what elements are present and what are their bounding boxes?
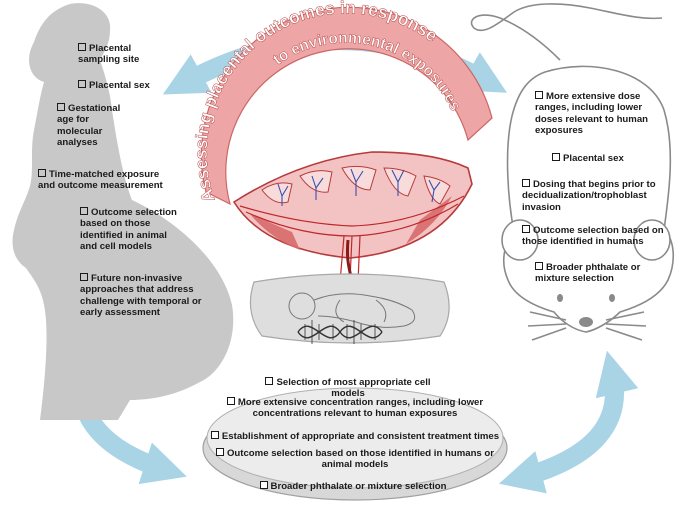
checkbox-icon: [226, 397, 235, 405]
mouse-item-text: Dosing that begins prior to decidualizat…: [522, 179, 656, 213]
human-item-text: Gestational age for molecular analyses: [57, 103, 121, 148]
checkbox-icon: [78, 43, 86, 51]
checkbox-icon: [215, 448, 224, 456]
checkbox-icon: [80, 207, 88, 215]
fetus-sketch: [249, 273, 450, 344]
mouse-tail: [470, 3, 663, 61]
dish-item-text: Selection of most appropriate cell model…: [276, 377, 431, 400]
dish-item: Establishment of appropriate and consist…: [204, 431, 506, 442]
checkbox-icon: [522, 225, 530, 233]
checkbox-icon: [259, 481, 268, 489]
checkbox-icon: [38, 169, 46, 177]
petri-dish: [202, 371, 508, 501]
mouse-item: Broader phthalate or mixture selection: [535, 262, 647, 285]
mouse-item: More extensive dose ranges, including lo…: [535, 91, 665, 136]
mouse-item-text: Outcome selection based on those identif…: [522, 225, 664, 248]
mouse-whiskers-right: [605, 311, 647, 341]
human-item: Time-matched exposure and outcome measur…: [38, 169, 173, 192]
checkbox-icon: [57, 103, 65, 111]
human-item: Placental sampling site: [78, 43, 170, 66]
human-item-text: Time-matched exposure and outcome measur…: [38, 169, 163, 192]
dish-item-text: Outcome selection based on those identif…: [226, 448, 495, 471]
dish-item: Selection of most appropriate cell model…: [248, 377, 448, 400]
pregnant-woman-silhouette: [12, 3, 234, 420]
human-item: Placental sex: [78, 80, 178, 91]
dish-item: Outcome selection based on those identif…: [210, 448, 500, 471]
human-item-text: Placental sampling site: [78, 43, 140, 66]
dish-item-text: Establishment of appropriate and consist…: [221, 431, 500, 442]
mouse-left-eye-icon: [557, 294, 563, 302]
placenta-illustration: [200, 6, 493, 283]
mouse-item: Placental sex: [552, 153, 662, 164]
dna-helix: [297, 320, 383, 344]
mouse-item-text: More extensive dose ranges, including lo…: [535, 91, 649, 136]
checkbox-icon: [552, 153, 560, 161]
human-item-text: Outcome selection based on those identif…: [80, 207, 177, 252]
human-item: Future non-invasive approaches that addr…: [80, 273, 210, 318]
checkbox-icon: [210, 431, 219, 439]
human-item-text: Future non-invasive approaches that addr…: [80, 273, 202, 318]
checkbox-icon: [522, 179, 530, 187]
dish-item-text: More extensive concentration ranges, inc…: [237, 397, 484, 420]
checkbox-icon: [78, 80, 86, 88]
mouse-outline: [470, 3, 674, 341]
checkbox-icon: [80, 273, 88, 281]
checkbox-icon: [535, 91, 543, 99]
checkbox-icon: [535, 262, 543, 270]
human-item-text: Placental sex: [89, 80, 150, 91]
mouse-item-text: Broader phthalate or mixture selection: [535, 262, 641, 285]
mouse-right-eye-icon: [609, 294, 615, 302]
right-cycle-arrow: [498, 350, 639, 494]
mouse-nose-icon: [579, 317, 593, 327]
mouse-right-ear: [633, 219, 671, 261]
mouse-item: Dosing that begins prior to decidualizat…: [522, 179, 672, 213]
dish-item-text: Broader phthalate or mixture selection: [270, 481, 447, 492]
human-item: Gestational age for molecular analyses: [57, 103, 127, 148]
mouse-body: [502, 65, 674, 333]
dish-item: Broader phthalate or mixture selection: [248, 481, 458, 492]
mouse-item: Outcome selection based on those identif…: [522, 225, 670, 248]
mouse-item-text: Placental sex: [563, 153, 624, 164]
human-item: Outcome selection based on those identif…: [80, 207, 184, 252]
checkbox-icon: [265, 377, 274, 385]
mouse-whiskers-left: [527, 311, 567, 341]
dish-item: More extensive concentration ranges, inc…: [225, 397, 485, 420]
